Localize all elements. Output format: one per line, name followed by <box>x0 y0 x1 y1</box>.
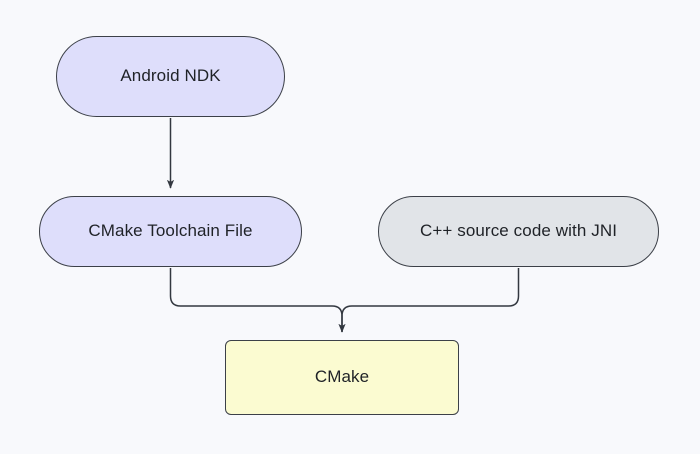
edge-cpp-to-cmake <box>341 268 520 332</box>
node-cpp-source[interactable]: C++ source code with JNI <box>378 196 659 267</box>
node-android-ndk[interactable]: Android NDK <box>56 36 285 117</box>
node-android-ndk-label: Android NDK <box>120 66 221 86</box>
node-cmake[interactable]: CMake <box>225 340 459 415</box>
node-cmake-toolchain-file-label: CMake Toolchain File <box>88 221 253 241</box>
node-cmake-toolchain-file[interactable]: CMake Toolchain File <box>39 196 302 267</box>
node-cmake-label: CMake <box>314 367 370 387</box>
node-cpp-source-label: C++ source code with JNI <box>419 221 618 241</box>
edge-toolchain-to-cmake <box>169 268 346 333</box>
